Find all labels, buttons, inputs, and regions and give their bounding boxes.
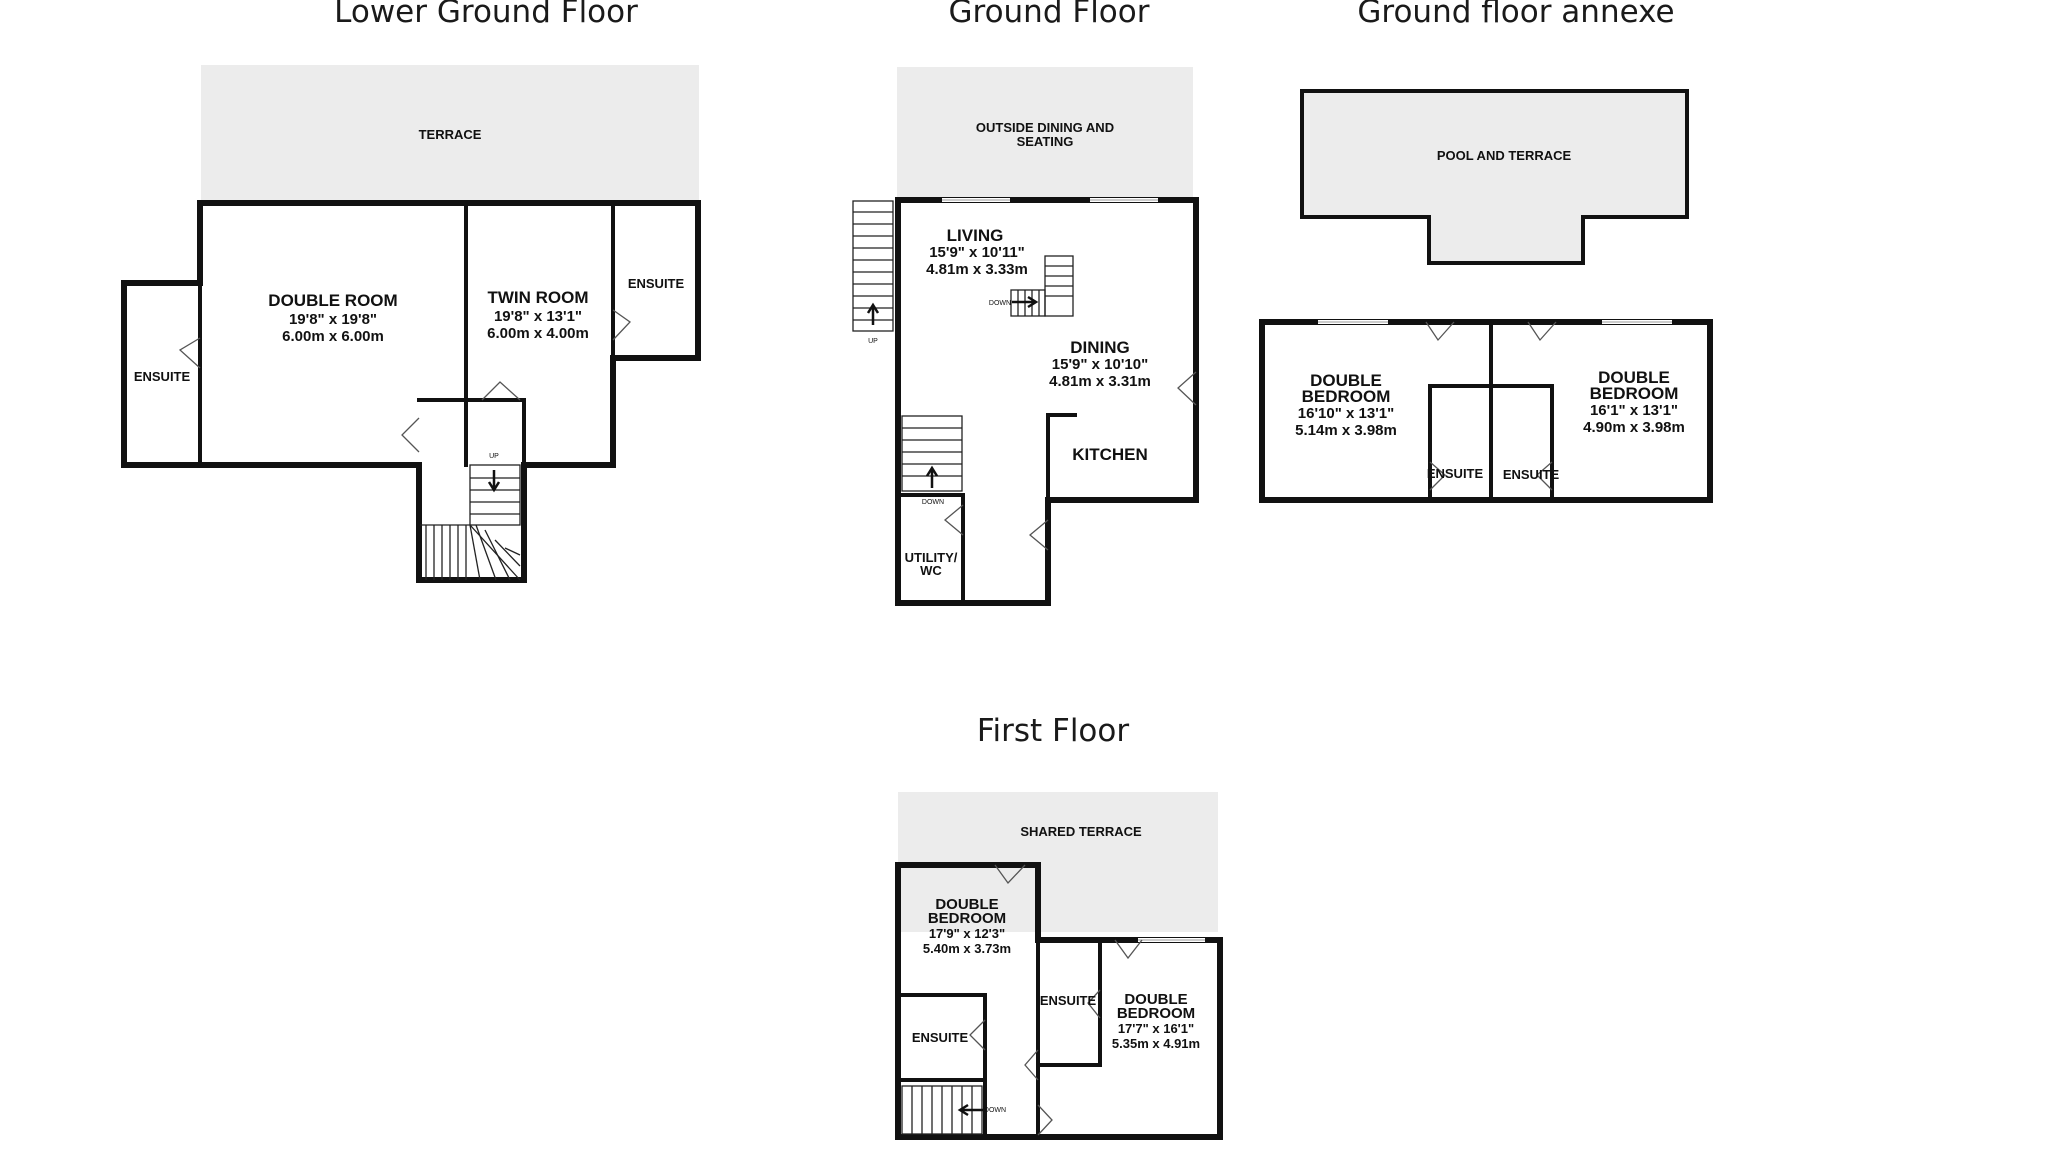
ground-floor: Ground Floor OUTSIDE DINING AND SEATING … [852,0,1199,606]
first-bedroom-left-line1: DOUBLE [935,896,998,913]
twin-room-name: TWIN ROOM [487,288,588,307]
door-swing-icon [1114,939,1143,960]
terrace-area [201,65,699,202]
stair-hall-wall [417,398,526,467]
first-ensuite-right-wall [1036,938,1102,1067]
door-swing-icon [178,337,201,369]
annexe-outer-wall [1259,319,1713,503]
first-bedroom-right-line1: DOUBLE [1124,991,1187,1008]
annexe-bedroom-right-line1: DOUBLE [1598,368,1670,387]
stair-arrow-icon [487,470,501,493]
stair-down-arrow-icon [957,1103,985,1117]
outside-dining-area [897,67,1193,199]
pool-terrace-area [1300,89,1689,265]
kitchen-label: KITCHEN [1072,445,1148,464]
first-ensuite-right-label: ENSUITE [1040,993,1097,1008]
stair-down-arrow-icon [1012,295,1039,309]
door-swing-icon [1087,989,1101,1019]
first-ensuite-left-wall [896,993,987,1082]
dining-name: DINING [1070,338,1130,357]
first-stair-label: DOWN [984,1107,1006,1114]
door-swing-icon [1037,1104,1053,1136]
kitchen-partition [1046,413,1077,502]
door-swing-icon [1177,371,1197,406]
annexe-bedroom-left-imperial: 16'10" x 13'1" [1298,405,1394,422]
stair-up-arrow-icon [866,302,880,325]
annexe-ensuite-left-label: ENSUITE [1427,466,1484,481]
first-floor: First Floor SHARED TERRACE DOWN DOUBLE B… [895,713,1223,1140]
first-bedroom-right-line2: BEDROOM [1117,1005,1195,1022]
hall-stair-label: DOWN [922,499,944,506]
utility-line2: WC [920,563,942,578]
living-name: LIVING [947,226,1004,245]
lower-ground-floor-title: Lower Ground Floor [334,0,638,30]
double-room-imperial: 19'8" x 19'8" [289,311,377,328]
first-bedroom-left-metric: 5.40m x 3.73m [923,941,1011,956]
twin-room-imperial: 19'8" x 13'1" [494,308,582,325]
door-swing-icon [1536,461,1553,491]
annexe-bedroom-right-metric: 4.90m x 3.98m [1583,419,1685,436]
stair-arrow-icon [925,465,939,488]
door-swing-icon [943,504,964,536]
outside-dining-line1: OUTSIDE DINING AND [976,120,1114,135]
ensuite-left-label: ENSUITE [134,369,191,384]
pool-terrace-label: POOL AND TERRACE [1437,148,1572,163]
ground-floor-title: Ground Floor [948,0,1149,30]
living-imperial: 15'9" x 10'11" [929,244,1025,261]
door-swing-icon [969,1019,986,1051]
door-swing-icon [1024,1049,1039,1081]
first-bedroom-left-imperial: 17'9" x 12'3" [929,926,1005,941]
door-swing-icon [401,417,420,453]
outside-dining-line2: SEATING [1017,134,1074,149]
shared-terrace-label: SHARED TERRACE [1020,824,1142,839]
annexe-title: Ground floor annexe [1357,0,1674,30]
annexe-bedroom-left-metric: 5.14m x 3.98m [1295,422,1397,439]
lower-ground-floor: Lower Ground Floor TERRACE UP [121,0,701,583]
first-ensuite-left-label: ENSUITE [912,1030,969,1045]
annexe-bedroom-left-line2: BEDROOM [1302,387,1391,406]
living-stair-label: DOWN [989,300,1011,307]
door-swing-icon [612,309,631,341]
terrace-label: TERRACE [419,127,482,142]
door-swing-icon [481,381,521,401]
stair-up-label: UP [489,453,499,460]
utility-wall [896,493,965,605]
annexe-ensuite-right-label: ENSUITE [1503,467,1560,482]
annexe-ensuite-left-wall [1428,384,1493,502]
twin-room-metric: 6.00m x 4.00m [487,325,589,342]
door-swing-icon [1429,461,1446,491]
door-swing-icon [1527,321,1557,342]
annexe-bedroom-right-line2: BEDROOM [1590,384,1679,403]
ground-floor-annexe: Ground floor annexe POOL AND TERRACE DOU… [1259,0,1713,503]
utility-line1: UTILITY/ [905,550,958,565]
lower-ground-outer-wall [121,200,701,583]
external-stair-label: UP [868,338,878,345]
first-bedroom-left-line2: BEDROOM [928,910,1006,927]
first-bedroom-right-metric: 5.35m x 4.91m [1112,1036,1200,1051]
first-floor-title: First Floor [977,713,1129,749]
dining-imperial: 15'9" x 10'10" [1052,356,1148,373]
first-bedroom-right-imperial: 17'7" x 16'1" [1118,1021,1194,1036]
door-swing-icon [994,864,1026,885]
door-swing-icon [1028,519,1049,551]
living-stairs [1010,255,1074,317]
double-room-metric: 6.00m x 6.00m [282,328,384,345]
ensuite-right-label: ENSUITE [628,276,685,291]
lower-stairs [420,464,521,581]
annexe-bedroom-left-line1: DOUBLE [1310,371,1382,390]
living-metric: 4.81m x 3.33m [926,261,1028,278]
dining-metric: 4.81m x 3.31m [1049,373,1151,390]
double-room-name: DOUBLE ROOM [268,291,397,310]
first-outer-wall [895,862,1223,1140]
annexe-bedroom-right-imperial: 16'1" x 13'1" [1590,402,1678,419]
door-swing-icon [1425,321,1455,342]
annexe-ensuite-right-wall [1489,384,1554,502]
